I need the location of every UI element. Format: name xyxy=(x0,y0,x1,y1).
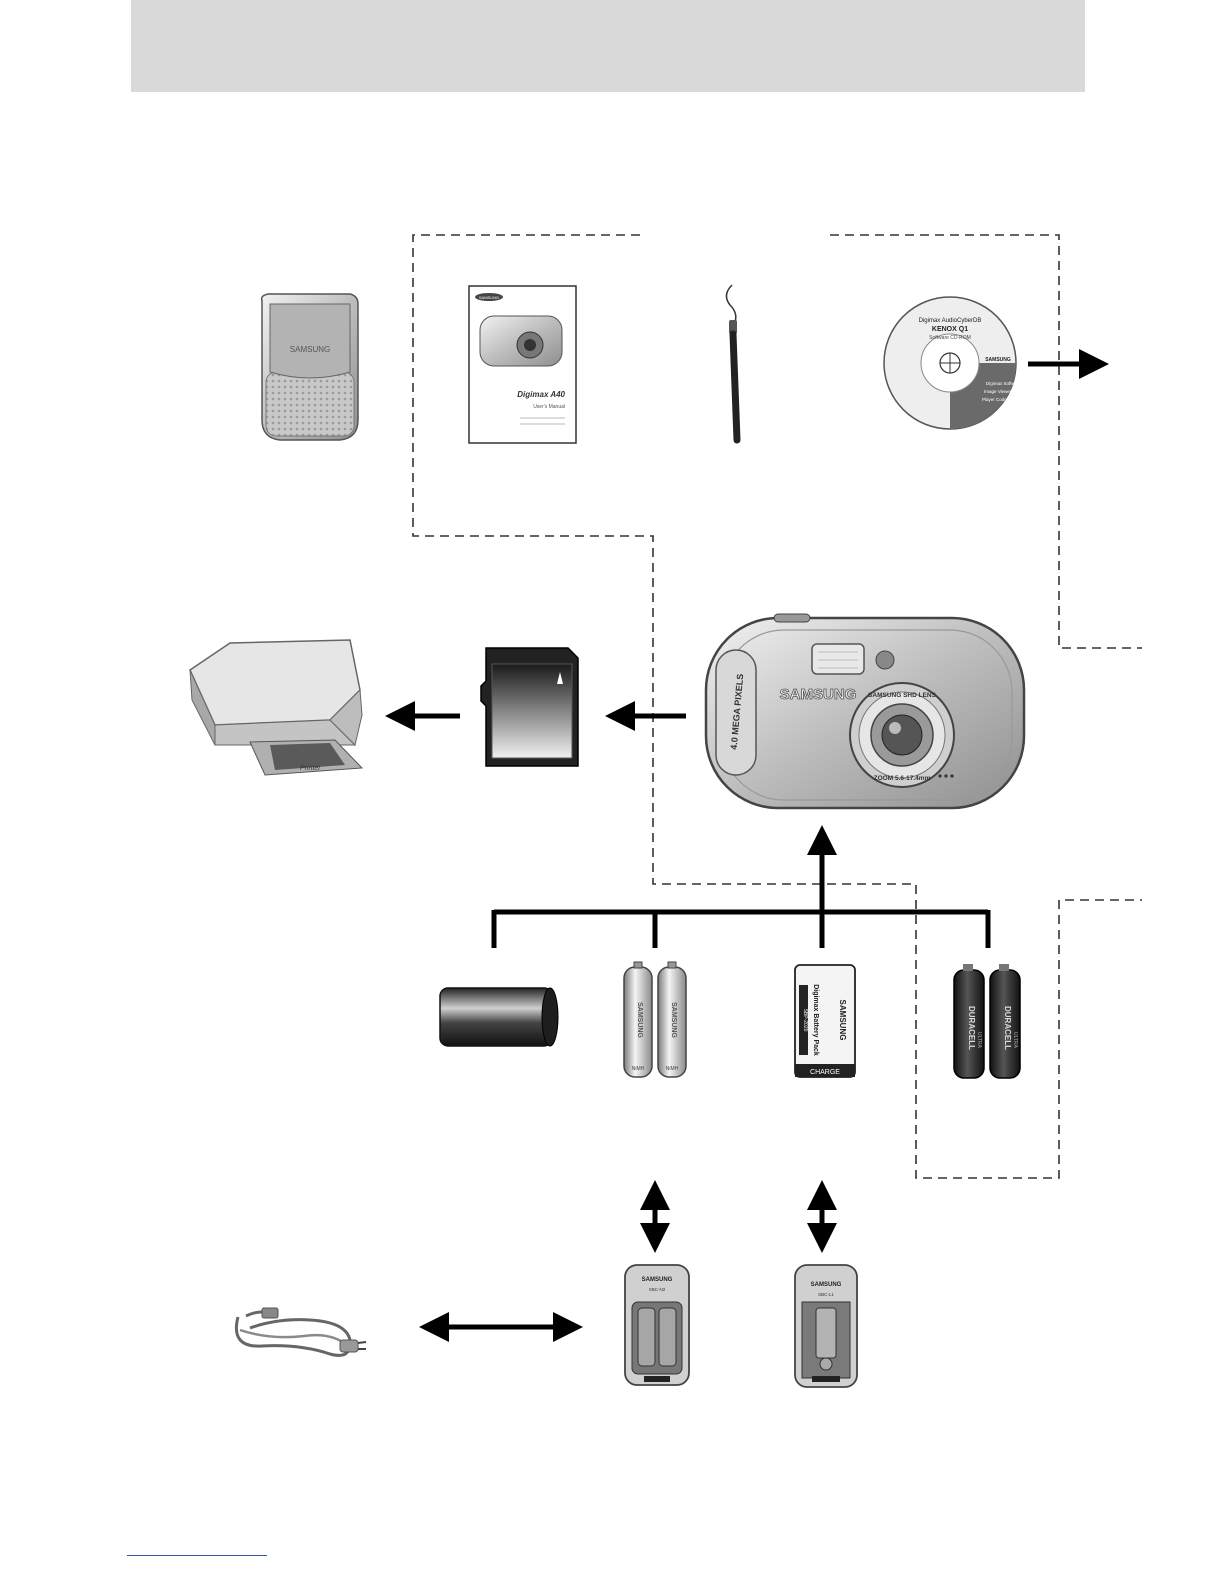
wrist-strap xyxy=(725,284,741,444)
aa-type-label-2: NiMH xyxy=(666,1066,679,1072)
aa-type-label-1: NiMH xyxy=(632,1066,645,1072)
pack-model-label: SBP-2020 xyxy=(802,1009,808,1032)
power-bar xyxy=(491,909,991,948)
alkaline-type-label-1: ULTRA xyxy=(976,1032,982,1049)
cd-kenox-label: KENOX Q1 xyxy=(932,326,968,333)
sd-memory-card xyxy=(480,647,579,767)
digital-camera: 4.0 MEGA PIXELS SAMSUNG SAMSUNG SHD LENS… xyxy=(704,613,1026,810)
printer-paper-label: Printer xyxy=(300,765,321,772)
aa-rechargeable-batteries: SAMSUNG SAMSUNG NiMH NiMH xyxy=(623,961,687,1078)
charger1-model-label: SBC-N2 xyxy=(649,1287,666,1292)
dashed-outline-basic-package xyxy=(412,234,1142,1179)
footer-rule xyxy=(127,1555,267,1556)
dashed-outlines xyxy=(412,234,1142,1179)
printer: Printer xyxy=(189,639,364,776)
header-band xyxy=(131,0,1085,92)
case-brand-label: SAMSUNG xyxy=(290,345,330,354)
camera-zoom-label: ZOOM 5.6-17.4mm xyxy=(874,775,931,782)
aa-battery-charger: SAMSUNG SBC-N2 xyxy=(624,1264,690,1386)
manual-model-label: Digimax A40 xyxy=(517,390,565,399)
camera-brand-label: SAMSUNG xyxy=(780,686,857,703)
alkaline-type-label-2: ULTRA xyxy=(1012,1032,1018,1049)
battery-pack: CHARGE SAMSUNG Digimax Battery Pack SBP-… xyxy=(794,964,856,1078)
arrows xyxy=(385,349,1109,1342)
users-manual: SAMSUNG Digimax A40 User's Manual xyxy=(468,285,577,444)
software-cd: Digimax AudioCyberDB KENOX Q1 Software C… xyxy=(883,296,1022,430)
pack-charge-label: CHARGE xyxy=(810,1069,840,1076)
manual-brand-label: SAMSUNG xyxy=(479,295,499,300)
cd-item-1: Digimax Software xyxy=(986,381,1022,386)
power-cord xyxy=(235,1307,367,1357)
camera-case: SAMSUNG xyxy=(260,293,359,441)
aa-brand-label-1: SAMSUNG xyxy=(636,1002,643,1038)
manual-subtitle-label: User's Manual xyxy=(533,404,565,410)
cd-item-3: Player Codec xyxy=(982,397,1010,402)
cd-brand-label: SAMSUNG xyxy=(985,357,1011,363)
charger2-brand-label: SAMSUNG xyxy=(811,1282,842,1288)
cd-title-label: Digimax AudioCyberDB xyxy=(919,318,982,324)
pack-title-label: Digimax Battery Pack xyxy=(812,984,819,1056)
charger1-brand-label: SAMSUNG xyxy=(642,1277,673,1283)
cd-sub-label: Software CD-ROM xyxy=(929,335,971,341)
cd-item-2: Image Viewer xyxy=(984,389,1012,394)
alkaline-batteries: DURACELL DURACELL ULTRA ULTRA xyxy=(953,964,1021,1079)
pack-brand-label: SAMSUNG xyxy=(838,1000,847,1041)
alkaline-brand-label-2: DURACELL xyxy=(1003,1006,1012,1050)
pack-battery-charger: SAMSUNG SBC-L1 xyxy=(794,1264,858,1388)
dashed-outline-top-right xyxy=(830,234,1142,649)
camera-lens-label: SAMSUNG SHD LENS xyxy=(868,692,937,699)
aa-brand-label-2: SAMSUNG xyxy=(670,1002,677,1038)
alkaline-brand-label-1: DURACELL xyxy=(967,1006,976,1050)
cylinder-battery xyxy=(439,987,559,1047)
charger2-model-label: SBC-L1 xyxy=(818,1292,834,1297)
